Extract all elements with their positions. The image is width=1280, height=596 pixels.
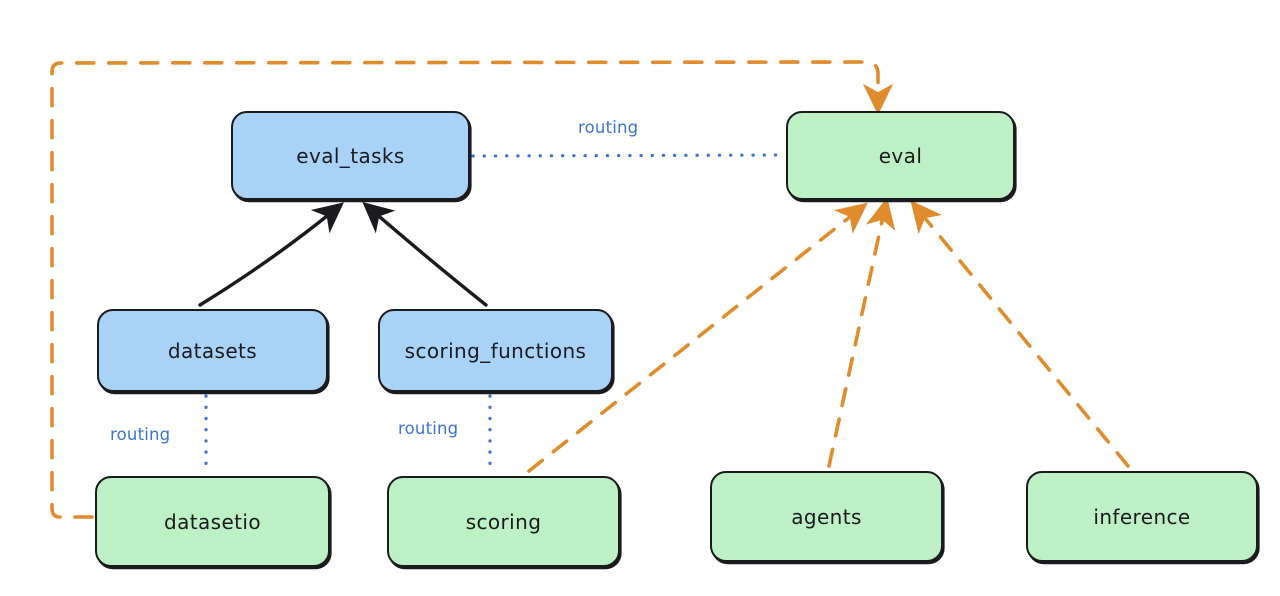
node-inference[interactable]: inference (1026, 471, 1258, 562)
edge-label-routing-eval: routing (578, 118, 639, 137)
node-label-eval_tasks: eval_tasks (296, 143, 405, 168)
edge-composition-scoring_functions-eval_tasks (362, 202, 488, 307)
edge-label-routing-datasets: routing (110, 425, 171, 444)
node-scoring[interactable]: scoring (387, 476, 620, 567)
node-label-datasets: datasets (167, 338, 258, 363)
edge-dependency-datasetio-eval (50, 60, 894, 519)
edge-dependency-agents-eval (827, 197, 896, 468)
node-label-datasetio: datasetio (163, 509, 261, 534)
node-label-scoring_functions: scoring_functions (404, 338, 587, 363)
node-scoring_functions[interactable]: scoring_functions (378, 309, 613, 392)
edge-routing-eval_tasks-eval (471, 153, 785, 158)
node-eval[interactable]: eval (786, 111, 1015, 200)
node-agents[interactable]: agents (710, 471, 943, 562)
node-label-agents: agents (791, 504, 862, 529)
node-datasets[interactable]: datasets (97, 309, 328, 392)
node-datasetio[interactable]: datasetio (95, 476, 330, 567)
edge-composition-datasets-eval_tasks (198, 202, 344, 307)
node-eval_tasks[interactable]: eval_tasks (231, 111, 470, 200)
edge-label-routing-scoring: routing (398, 419, 459, 438)
edge-dependency-inference-eval (910, 200, 1130, 468)
node-label-scoring: scoring (465, 509, 542, 534)
node-label-inference: inference (1093, 504, 1191, 529)
edge-dependency-scoring-eval (527, 202, 868, 473)
node-label-eval: eval (878, 143, 923, 168)
